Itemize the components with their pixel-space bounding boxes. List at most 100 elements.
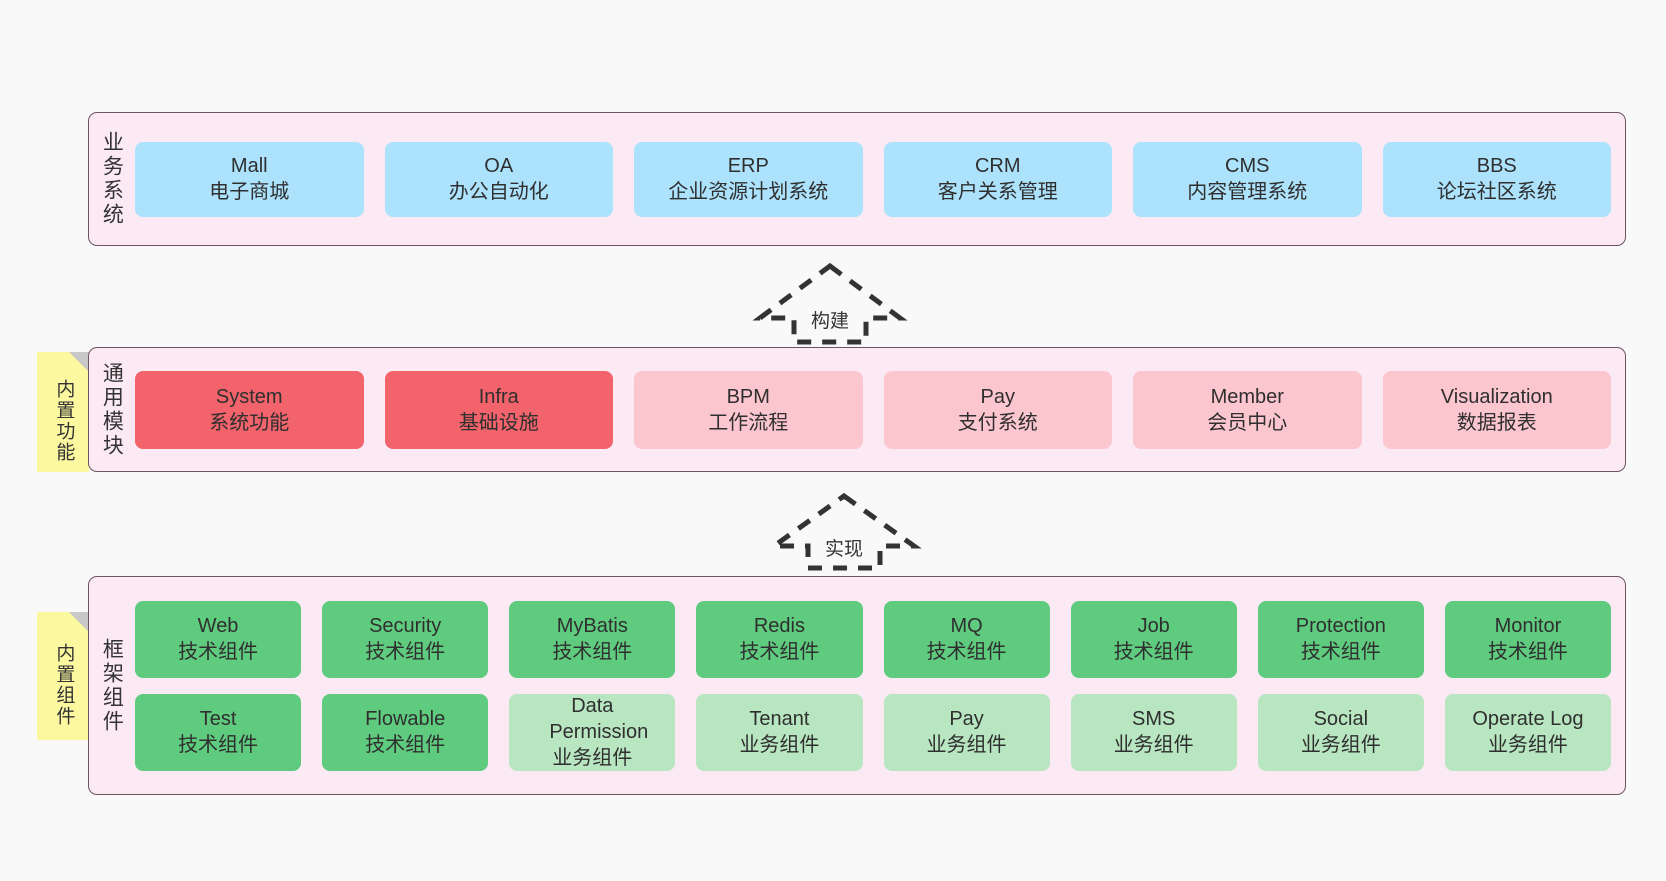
cell-title: ERP (727, 155, 769, 177)
cell-subtitle: 工作流程 (708, 411, 789, 434)
cell-title: Data Permission (549, 695, 649, 743)
cell-erp[interactable]: ERP 企业资源计划系统 (634, 141, 863, 217)
row-tech-components: Web 技术组件 Security 技术组件 MyBatis 技术组件 Redi… (135, 600, 1611, 678)
cell-title: System (215, 385, 283, 408)
cell-title: Monitor (1494, 615, 1562, 637)
layer-label-framework-component: 框架组件 (100, 637, 124, 734)
cell-subtitle: 客户关系管理 (937, 181, 1058, 203)
cell-pay-component[interactable]: Pay 业务组件 (883, 693, 1050, 771)
build-arrow-shape (752, 262, 908, 345)
cell-subtitle: 内容管理系统 (1187, 181, 1308, 203)
cell-title: Social (1313, 708, 1369, 730)
cell-subtitle: 办公自动化 (448, 181, 549, 203)
cell-web[interactable]: Web 技术组件 (135, 600, 302, 678)
cell-subtitle: 技术组件 (926, 641, 1007, 663)
cell-title: Visualization (1440, 385, 1553, 408)
cell-bpm[interactable]: BPM 工作流程 (634, 370, 863, 449)
cell-title: BPM (726, 385, 770, 408)
layer-common-module: 通用模块 System 系统功能 Infra 基础设施 BPM 工作流程 Pay… (88, 347, 1626, 472)
cell-title: SMS (1132, 708, 1176, 730)
note-label: 内置组件 (53, 643, 75, 727)
connector-build-label: 构建 (810, 311, 850, 332)
row-business-systems: Mall 电子商城 OA 办公自动化 ERP 企业资源计划系统 CRM 客户关系… (135, 141, 1611, 217)
connector-implement-label: 实现 (824, 539, 864, 560)
cell-subtitle: 技术组件 (178, 641, 259, 663)
cell-subtitle: 论坛社区系统 (1436, 181, 1557, 203)
cell-subtitle: 技术组件 (178, 734, 259, 756)
layer-label-business-system: 业务系统 (100, 131, 124, 227)
layer-label-common-module: 通用模块 (100, 361, 124, 458)
cell-member[interactable]: Member 会员中心 (1133, 370, 1362, 449)
cell-subtitle: 业务组件 (552, 747, 633, 769)
cell-title: CMS (1225, 155, 1270, 177)
cell-bbs[interactable]: BBS 论坛社区系统 (1382, 141, 1611, 217)
cell-title: Web (197, 615, 239, 637)
cell-subtitle: 企业资源计划系统 (668, 181, 829, 203)
cell-subtitle: 基础设施 (458, 411, 539, 434)
cell-redis[interactable]: Redis 技术组件 (696, 600, 863, 678)
cell-visualization[interactable]: Visualization 数据报表 (1382, 370, 1611, 449)
cell-title: Pay (980, 385, 1015, 408)
cell-title: OA (484, 155, 514, 177)
cell-mybatis[interactable]: MyBatis 技术组件 (509, 600, 676, 678)
cell-cms[interactable]: CMS 内容管理系统 (1133, 141, 1362, 217)
cell-title: Member (1210, 385, 1284, 408)
layer-body-business-system: Mall 电子商城 OA 办公自动化 ERP 企业资源计划系统 CRM 客户关系… (133, 113, 1625, 245)
row-common-modules: System 系统功能 Infra 基础设施 BPM 工作流程 Pay 支付系统… (135, 370, 1611, 449)
cell-mq[interactable]: MQ 技术组件 (883, 600, 1050, 678)
cell-title: BBS (1476, 155, 1517, 177)
cell-system[interactable]: System 系统功能 (135, 370, 364, 449)
cell-monitor[interactable]: Monitor 技术组件 (1444, 600, 1611, 678)
cell-title: Job (1137, 615, 1170, 637)
cell-title: Protection (1295, 615, 1386, 637)
cell-title: MQ (950, 615, 983, 637)
cell-flowable[interactable]: Flowable 技术组件 (322, 693, 489, 771)
cell-operate-log[interactable]: Operate Log 业务组件 (1444, 693, 1611, 771)
cell-title: Operate Log (1472, 708, 1584, 730)
cell-infra[interactable]: Infra 基础设施 (384, 370, 613, 449)
cell-test[interactable]: Test 技术组件 (135, 693, 302, 771)
cell-subtitle: 业务组件 (1113, 734, 1194, 756)
layer-body-common-module: System 系统功能 Infra 基础设施 BPM 工作流程 Pay 支付系统… (133, 348, 1625, 471)
cell-subtitle: 技术组件 (552, 641, 633, 663)
cell-subtitle: 技术组件 (365, 641, 446, 663)
cell-title: Flowable (365, 708, 446, 730)
cell-mall[interactable]: Mall 电子商城 (135, 141, 364, 217)
cell-subtitle: 支付系统 (957, 411, 1038, 434)
connector-build: 构建 (752, 262, 908, 345)
cell-subtitle: 业务组件 (926, 734, 1007, 756)
note-label: 内置功能 (53, 379, 75, 463)
cell-data-permission[interactable]: Data Permission 业务组件 (509, 693, 676, 771)
layer-body-framework-component: Web 技术组件 Security 技术组件 MyBatis 技术组件 Redi… (133, 577, 1625, 794)
cell-pay-module[interactable]: Pay 支付系统 (883, 370, 1112, 449)
cell-title: Pay (949, 708, 984, 730)
cell-crm[interactable]: CRM 客户关系管理 (883, 141, 1112, 217)
cell-job[interactable]: Job 技术组件 (1070, 600, 1237, 678)
row-business-components: Test 技术组件 Flowable 技术组件 Data Permission … (135, 693, 1611, 771)
implement-arrow-shape (766, 492, 922, 571)
layer-framework-component: 框架组件 Web 技术组件 Security 技术组件 MyBatis 技术组件… (88, 576, 1626, 795)
layer-business-system: 业务系统 Mall 电子商城 OA 办公自动化 ERP 企业资源计划系统 CRM… (88, 112, 1626, 246)
cell-title: Security (369, 615, 442, 637)
cell-social[interactable]: Social 业务组件 (1257, 693, 1424, 771)
cell-title: Tenant (749, 708, 810, 730)
cell-oa[interactable]: OA 办公自动化 (384, 141, 613, 217)
cell-sms[interactable]: SMS 业务组件 (1070, 693, 1237, 771)
cell-subtitle: 业务组件 (1300, 734, 1381, 756)
connector-implement: 实现 (766, 492, 922, 571)
cell-protection[interactable]: Protection 技术组件 (1257, 600, 1424, 678)
cell-subtitle: 业务组件 (739, 734, 820, 756)
cell-subtitle: 技术组件 (739, 641, 820, 663)
cell-subtitle: 系统功能 (209, 411, 290, 434)
cell-title: Redis (753, 615, 805, 637)
note-builtin-function: 内置功能 (37, 352, 89, 472)
cell-tenant[interactable]: Tenant 业务组件 (696, 693, 863, 771)
cell-security[interactable]: Security 技术组件 (322, 600, 489, 678)
cell-title: Infra (478, 385, 519, 408)
cell-subtitle: 技术组件 (1300, 641, 1381, 663)
cell-title: Mall (230, 155, 268, 177)
cell-subtitle: 电子商城 (209, 181, 290, 203)
cell-subtitle: 数据报表 (1456, 411, 1537, 434)
cell-subtitle: 技术组件 (365, 734, 446, 756)
